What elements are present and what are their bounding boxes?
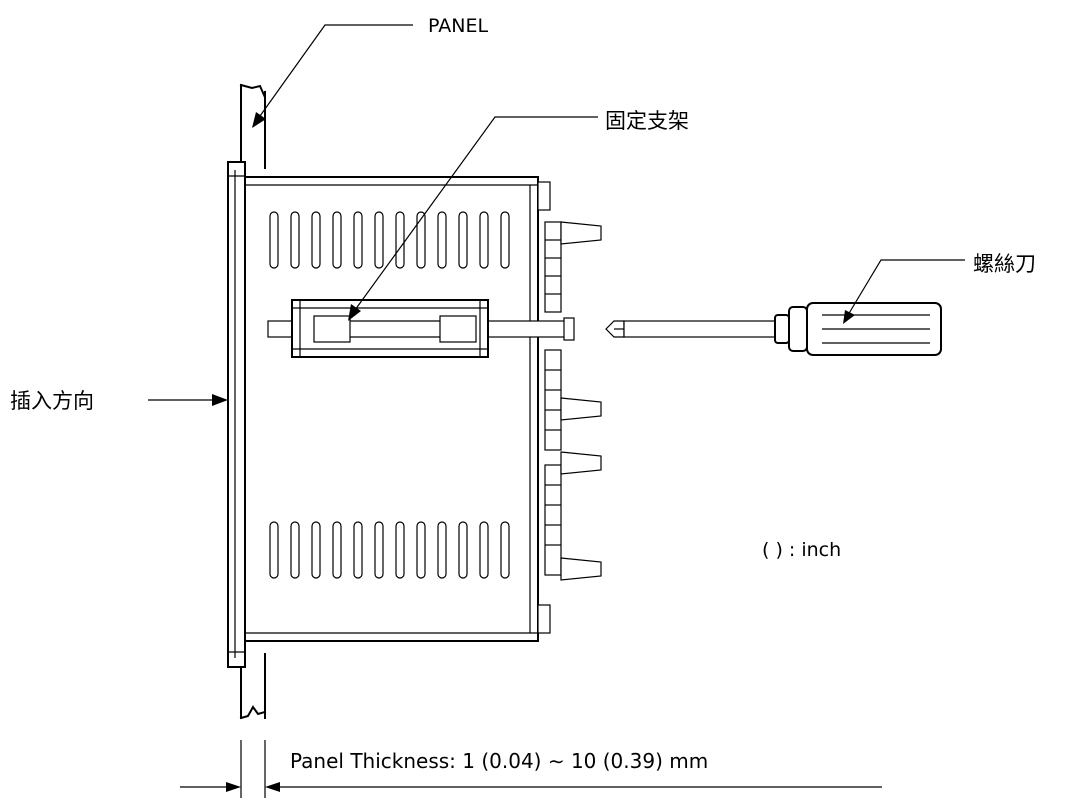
front-bezel (227, 161, 246, 668)
screwdriver-leader (843, 259, 965, 324)
screwdriver (605, 302, 942, 356)
thickness-dimension (180, 740, 882, 798)
panel-leader (252, 24, 413, 128)
bracket-leader (348, 116, 598, 321)
device-housing (244, 176, 539, 642)
bracket-label: 固定支架 (605, 109, 689, 133)
vent-slots-bottom (269, 521, 510, 579)
thickness-label: Panel Thickness: 1 (0.04) ∼ 10 (0.39) mm (290, 749, 708, 773)
insert-direction-arrow (148, 394, 228, 406)
insert-direction-label: 插入方向 (10, 389, 94, 413)
rear-terminals (537, 181, 602, 634)
mounting-bracket (267, 299, 575, 358)
vent-slots-top (269, 211, 510, 269)
unit-note: ( ) : inch (762, 539, 841, 561)
panel-label: PANEL (428, 15, 488, 37)
screwdriver-label: 螺絲刀 (973, 252, 1036, 276)
